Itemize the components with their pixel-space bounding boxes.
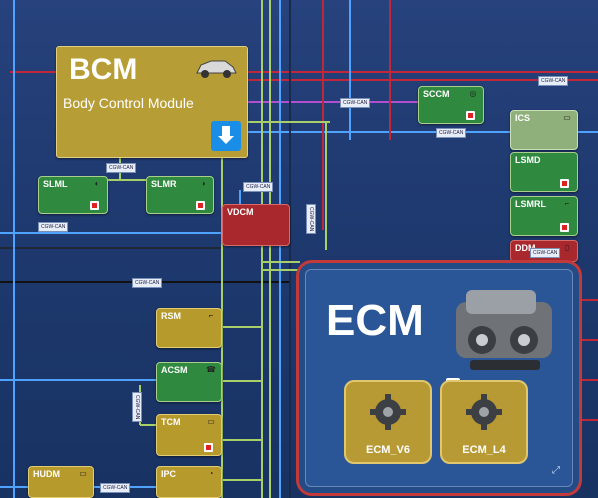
car-icon (196, 60, 237, 78)
slml-label: SLML (43, 179, 68, 189)
lsmrl-label: LSMRL (515, 199, 546, 209)
gauge-icon: ◔ (208, 469, 214, 478)
bcm-full-name: Body Control Module (63, 95, 194, 111)
module-icon: ▭ (207, 417, 215, 426)
bus-tag: CGW-CAN (243, 182, 274, 192)
hudm-module-card[interactable]: HUDM ▭ (28, 466, 94, 498)
ecm-variant-name: ECM_V6 (365, 444, 411, 456)
lsmd-label: LSMD (515, 155, 541, 165)
ddm-label: DDM (515, 243, 536, 253)
ics-label: ICS (515, 113, 531, 123)
rsm-label: RSM (161, 311, 181, 321)
acsm-label: ACSM (161, 365, 188, 375)
lsmd-module-card[interactable]: LSMD (510, 152, 578, 192)
bus-tag: CGW-CAN (436, 128, 467, 138)
slmr-module-card[interactable]: SLMR ◑ (146, 176, 214, 214)
vdcm-module-card[interactable]: VDCM (222, 204, 290, 246)
display-icon: ▭ (79, 469, 87, 478)
bus-tag: CGW-CAN (538, 76, 569, 86)
download-icon[interactable] (560, 223, 569, 232)
tcm-module-card[interactable]: TCM ▭ (156, 414, 222, 456)
slml-module-card[interactable]: SLML ◐ (38, 176, 108, 214)
lsmrl-module-card[interactable]: LSMRL ⌐ (510, 196, 578, 236)
sccm-label: SCCM (423, 89, 450, 99)
tcm-label: TCM (161, 417, 181, 427)
ecm-panel: ECM ECM_V6 (305, 269, 573, 487)
seat-icon: ⌐ (564, 199, 570, 208)
bcm-short-name: BCM (69, 53, 138, 86)
engine-icon (456, 290, 552, 370)
vdcm-label: VDCM (227, 207, 254, 217)
acsm-module-card[interactable]: ACSM ☎ (156, 362, 222, 402)
download-icon[interactable] (211, 121, 241, 151)
bus-tag: CGW-CAN (530, 248, 561, 258)
seat-icon: ⌐ (208, 311, 214, 320)
ecm-title: ECM (326, 296, 424, 345)
download-icon[interactable] (204, 443, 213, 452)
bus-tag: CGW-CAN (340, 98, 371, 108)
slmr-label: SLMR (151, 179, 177, 189)
ecm-variant-name: ECM_L4 (462, 444, 506, 456)
download-icon[interactable] (560, 179, 569, 188)
gear-icon (466, 394, 502, 430)
phone-icon: ☎ (206, 365, 216, 374)
ipc-module-card[interactable]: IPC ◔ (156, 466, 222, 498)
ics-module-card[interactable]: ICS ▭ (510, 110, 578, 150)
bcm-module-card[interactable]: BCM Body Control Module (56, 46, 248, 158)
ipc-label: IPC (161, 469, 177, 479)
download-icon[interactable] (196, 201, 205, 210)
chip-icon: ▭ (563, 113, 571, 122)
bus-tag: CGW-CAN (106, 163, 137, 173)
hudm-label: HUDM (33, 469, 60, 479)
bus-tag: CGW-CAN (132, 278, 163, 288)
bus-tag: CGW-CAN (38, 222, 69, 232)
bus-tag: CGW-CAN (306, 204, 316, 235)
download-icon[interactable] (90, 201, 99, 210)
lamp-icon: ◑ (200, 179, 206, 188)
rsm-module-card[interactable]: RSM ⌐ (156, 308, 222, 348)
bus-tag: CGW-CAN (100, 483, 131, 493)
ecm-variant-card[interactable]: ECM_V6 (344, 380, 432, 464)
ecm-variant-card[interactable]: ECM_L4 (440, 380, 528, 464)
lamp-icon: ◐ (94, 179, 100, 188)
door-icon: ▯ (564, 243, 570, 252)
download-icon[interactable] (466, 111, 475, 120)
steering-icon: ◎ (469, 89, 477, 98)
expand-icon[interactable]: ⤢ (552, 465, 560, 476)
sccm-module-card[interactable]: SCCM ◎ (418, 86, 484, 124)
ecm-module-group[interactable]: ECM ECM_V6 (296, 260, 582, 496)
gear-icon (370, 394, 406, 430)
bus-tag: CGW-CAN (132, 392, 142, 423)
